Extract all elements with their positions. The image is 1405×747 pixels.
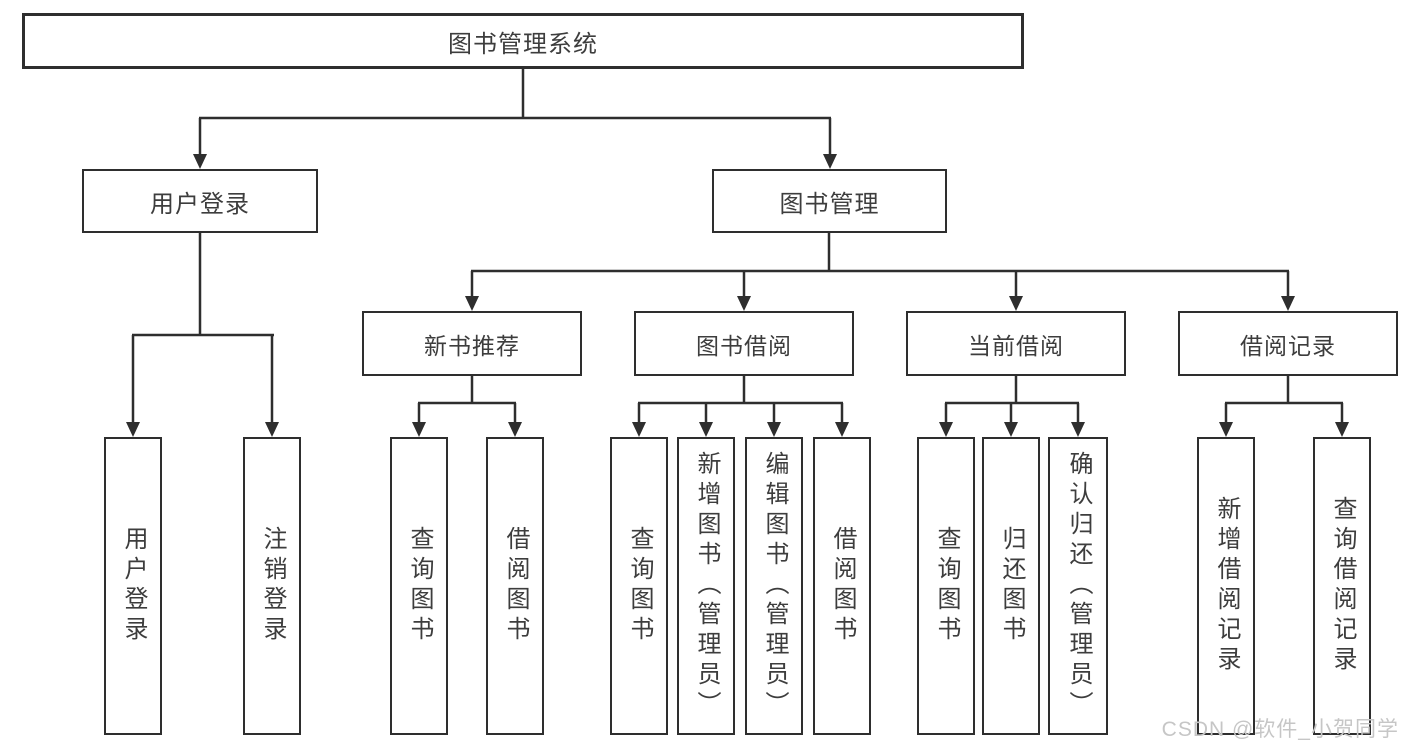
arrow-head-icon: [699, 422, 713, 437]
leaf-query-books: 查询图书: [917, 437, 975, 735]
arrow-head-icon: [1219, 422, 1233, 437]
arrow-head-icon: [1281, 296, 1295, 311]
leaf-edit-books-admin: 编辑图书（管理员）: [745, 437, 803, 735]
leaf-add-borrow-record: 新增借阅记录: [1197, 437, 1255, 735]
arrow-head-icon: [1009, 296, 1023, 311]
arrow-head-icon: [193, 154, 207, 169]
leaf-return-books: 归还图书: [982, 437, 1040, 735]
arrow-head-icon: [1071, 422, 1085, 437]
arrow-head-icon: [632, 422, 646, 437]
leaf-borrow-books: 借阅图书: [813, 437, 871, 735]
leaf-add-books-admin: 新增图书（管理员）: [677, 437, 735, 735]
arrow-head-icon: [737, 296, 751, 311]
leaf-user-login: 用户登录: [104, 437, 162, 735]
node-book-management: 图书管理: [712, 169, 947, 233]
arrow-head-icon: [412, 422, 426, 437]
arrow-head-icon: [265, 422, 279, 437]
arrow-head-icon: [126, 422, 140, 437]
arrow-head-icon: [508, 422, 522, 437]
arrow-head-icon: [1004, 422, 1018, 437]
leaf-confirm-return-admin: 确认归还（管理员）: [1048, 437, 1108, 735]
arrow-head-icon: [465, 296, 479, 311]
arrow-head-icon: [823, 154, 837, 169]
arrow-head-icon: [1335, 422, 1349, 437]
arrow-head-icon: [835, 422, 849, 437]
csdn-watermark: CSDN @软件_小贺同学: [1161, 718, 1399, 741]
node-current-borrowing: 当前借阅: [906, 311, 1126, 376]
arrow-head-icon: [767, 422, 781, 437]
leaf-query-books: 查询图书: [390, 437, 448, 735]
leaf-query-borrow-record: 查询借阅记录: [1313, 437, 1371, 735]
node-user-login: 用户登录: [82, 169, 318, 233]
node-borrowing-records: 借阅记录: [1178, 311, 1398, 376]
leaf-query-books: 查询图书: [610, 437, 668, 735]
node-library-management-system: 图书管理系统: [22, 13, 1024, 69]
leaf-borrow-books: 借阅图书: [486, 437, 544, 735]
node-book-borrowing: 图书借阅: [634, 311, 854, 376]
node-new-book-recommendation: 新书推荐: [362, 311, 582, 376]
leaf-logout: 注销登录: [243, 437, 301, 735]
arrow-head-icon: [939, 422, 953, 437]
